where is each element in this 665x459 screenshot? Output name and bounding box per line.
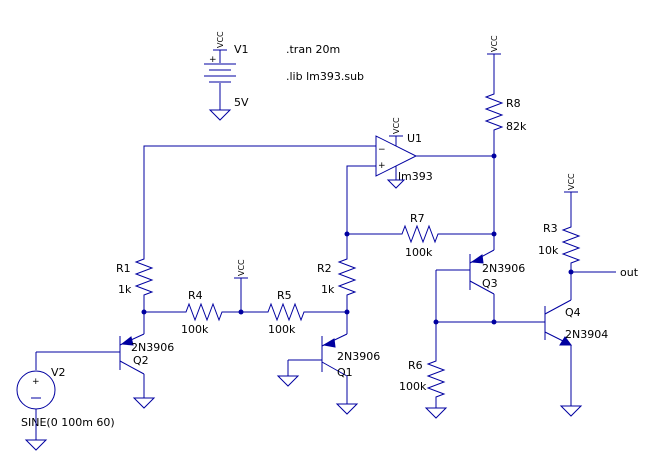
svg-text:+: + xyxy=(32,377,40,387)
r6-value: 100k xyxy=(399,380,427,393)
v1-ground-symbol xyxy=(208,109,232,121)
svg-text:+: + xyxy=(209,55,217,65)
resistor-r2[interactable]: R2 1k xyxy=(317,256,357,298)
q3-name: Q3 xyxy=(482,277,498,290)
transistor-q2[interactable]: 2N3906 Q2 xyxy=(119,333,174,375)
r5-name: R5 xyxy=(277,289,292,302)
q3-model: 2N3906 xyxy=(482,262,525,275)
r4-value: 100k xyxy=(181,323,209,336)
vcc-flag-r3: VCC xyxy=(564,173,578,193)
q2-ground-symbol xyxy=(132,397,156,409)
svg-text:VCC: VCC xyxy=(392,117,401,134)
q1-model: 2N3906 xyxy=(337,350,380,363)
lib-directive[interactable]: .lib lm393.sub xyxy=(286,70,364,83)
q4-ground-symbol xyxy=(559,405,583,417)
r1-name: R1 xyxy=(116,262,131,275)
r6-ground-symbol xyxy=(424,407,448,419)
q2-name: Q2 xyxy=(133,354,149,367)
u1-ground-symbol xyxy=(386,179,406,189)
q1-name: Q1 xyxy=(337,366,353,379)
q4-name: Q4 xyxy=(565,306,581,319)
transistor-q1[interactable]: 2N3906 Q1 xyxy=(321,333,380,379)
v1-name: V1 xyxy=(234,43,249,56)
v2-sine-source[interactable]: + V2 SINE(0 100m 60) xyxy=(16,366,115,429)
q4-model: 2N3904 xyxy=(565,328,608,341)
u1-name: U1 xyxy=(407,132,422,145)
r3-name: R3 xyxy=(543,222,558,235)
transistor-q3[interactable]: 2N3906 Q3 xyxy=(469,249,525,295)
v2-ground-symbol xyxy=(24,439,48,451)
r8-name: R8 xyxy=(506,97,521,110)
vcc-flag-mid: VCC xyxy=(234,259,248,279)
v2-value: SINE(0 100m 60) xyxy=(21,416,115,429)
tran-directive[interactable]: .tran 20m xyxy=(286,43,340,56)
svg-text:+: + xyxy=(378,161,386,171)
r7-value: 100k xyxy=(405,246,433,259)
opamp-u1[interactable]: − + U1 lm393 xyxy=(375,132,433,183)
v2-name: V2 xyxy=(51,366,66,379)
svg-text:VCC: VCC xyxy=(567,173,576,190)
svg-text:VCC: VCC xyxy=(237,259,246,276)
r1-value: 1k xyxy=(118,283,132,296)
transistor-q4[interactable]: Q4 2N3904 xyxy=(544,299,608,346)
v1-vcc-flag: VCC xyxy=(213,31,227,51)
resistor-r1[interactable]: R1 1k xyxy=(116,256,154,298)
u1-model: lm393 xyxy=(398,170,433,183)
q2-model: 2N3906 xyxy=(131,341,174,354)
r8-value: 82k xyxy=(506,120,527,133)
r6-name: R6 xyxy=(408,359,423,372)
resistor-r3[interactable]: R3 10k xyxy=(538,222,581,266)
resistor-r6[interactable]: R6 100k xyxy=(399,358,446,400)
r4-name: R4 xyxy=(188,289,203,302)
out-net-label[interactable]: out xyxy=(620,266,639,279)
r3-value: 10k xyxy=(538,244,559,257)
r5-value: 100k xyxy=(268,323,296,336)
resistor-r4[interactable]: R4 100k xyxy=(181,289,226,336)
r7-name: R7 xyxy=(410,212,425,225)
resistor-r8[interactable]: R8 82k xyxy=(484,90,527,134)
q1-emitter-ground xyxy=(335,403,359,415)
r2-name: R2 xyxy=(317,262,332,275)
v1-supply[interactable]: + V1 5V xyxy=(204,43,249,110)
u1-vcc-flag: VCC xyxy=(389,117,403,137)
junction-dot xyxy=(491,153,497,159)
svg-text:VCC: VCC xyxy=(216,31,225,48)
vcc-flag-r8: VCC xyxy=(487,35,501,55)
svg-text:VCC: VCC xyxy=(490,35,499,52)
resistor-r5[interactable]: R5 100k xyxy=(264,289,308,336)
q1-base-ground xyxy=(276,375,300,387)
v1-value: 5V xyxy=(234,96,249,109)
r2-value: 1k xyxy=(321,283,335,296)
svg-text:−: − xyxy=(378,145,386,155)
resistor-r7[interactable]: R7 100k xyxy=(398,212,442,259)
